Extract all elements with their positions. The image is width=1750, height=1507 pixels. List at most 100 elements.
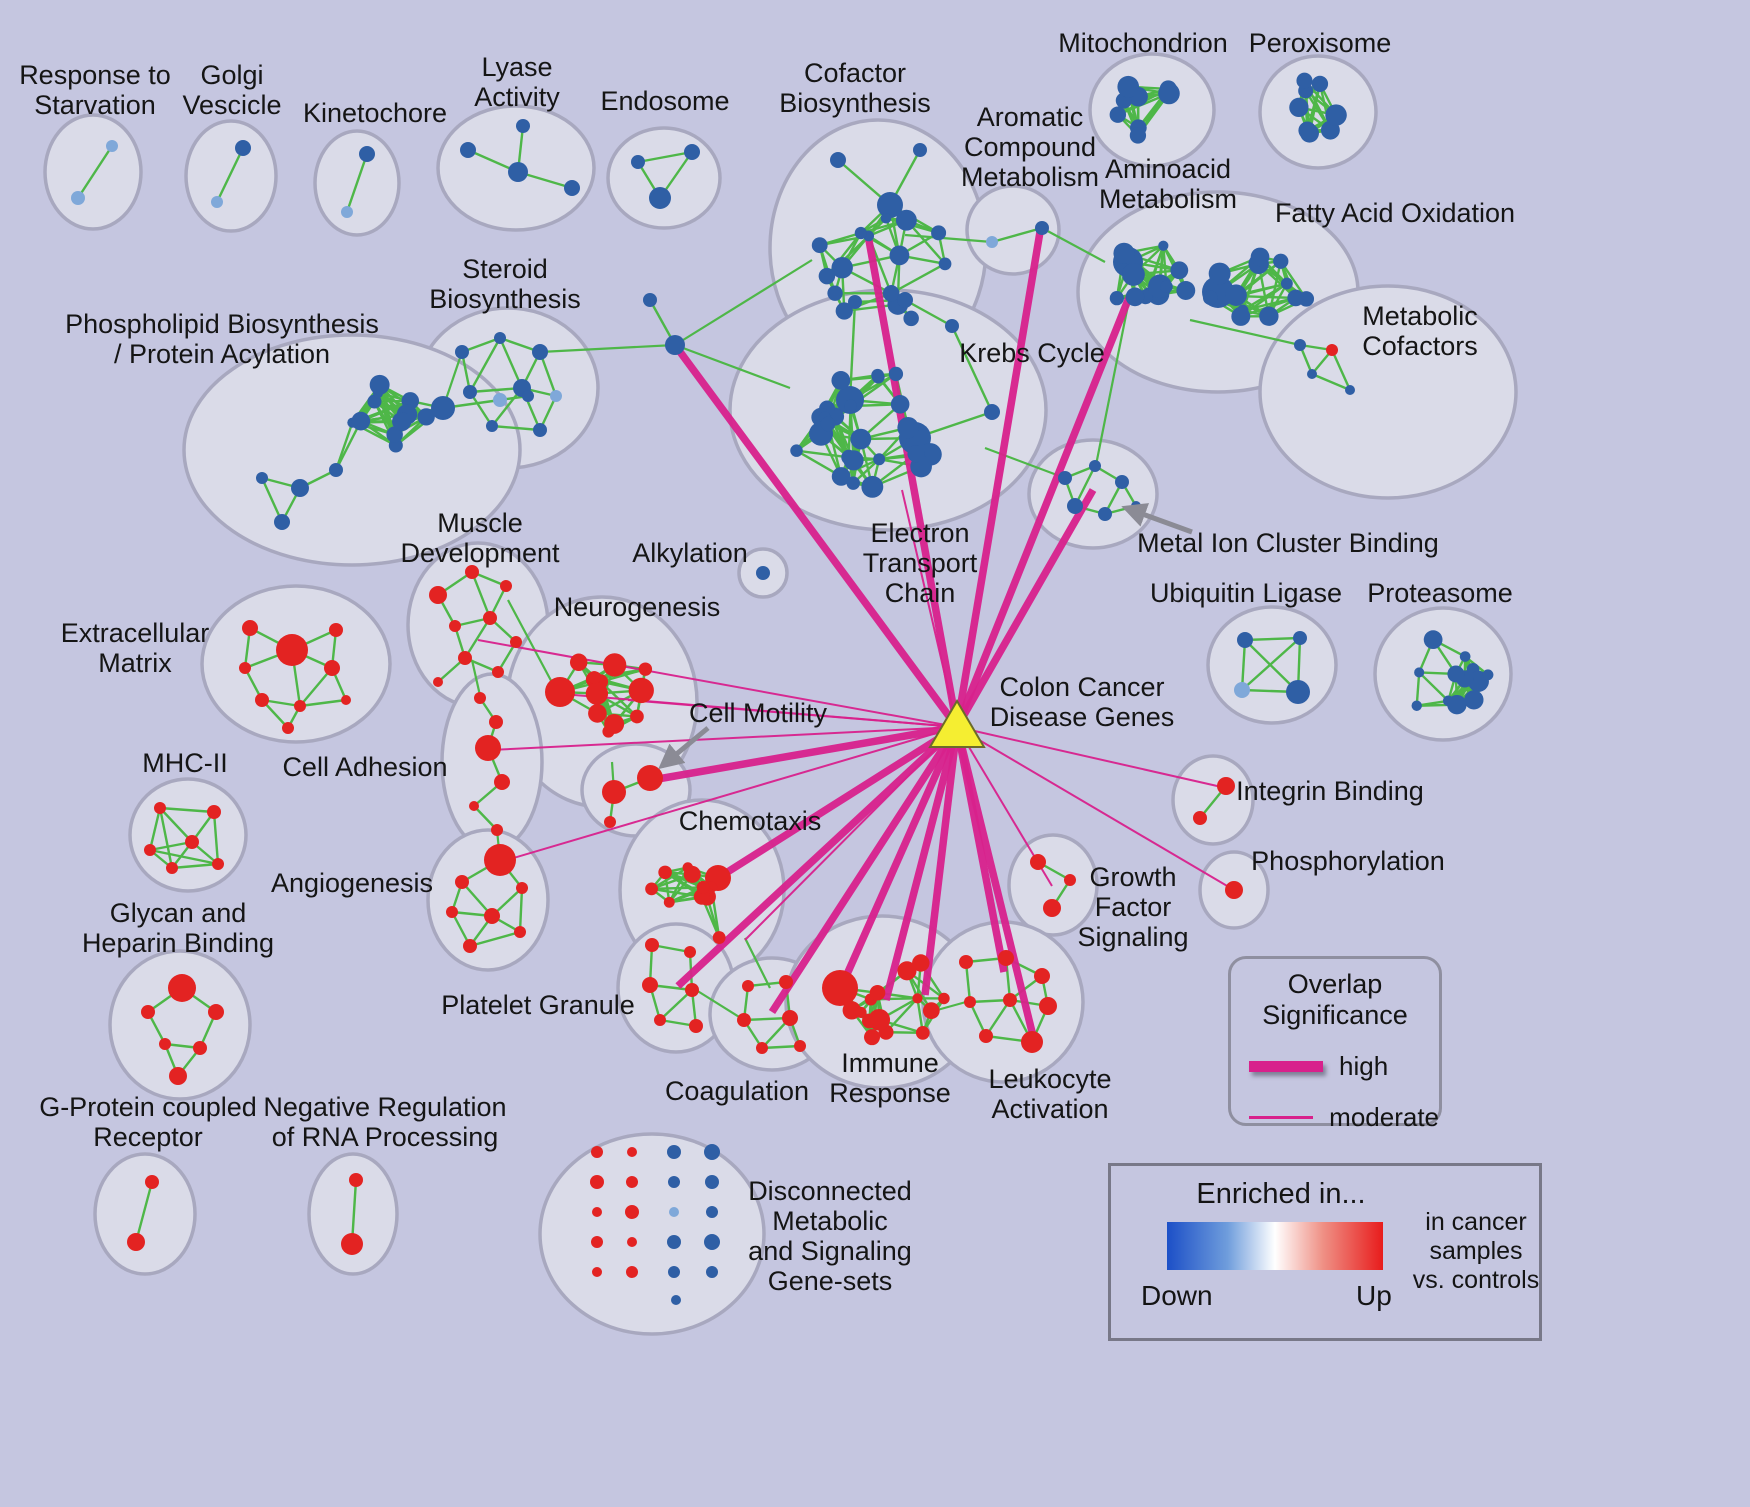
inter-cluster-edge xyxy=(539,343,676,354)
coagulation-node xyxy=(737,1013,751,1027)
gene-set-edge xyxy=(470,571,492,619)
gene-set-edge xyxy=(299,667,333,707)
overlap-edge-moderate xyxy=(477,639,958,728)
mhc-ii-area xyxy=(128,777,248,893)
gene-set-edge xyxy=(637,150,693,164)
negative-regulation-rna-processing-label: of RNA Processing xyxy=(272,1122,499,1152)
enrichment-note: in cancer samples vs. controls xyxy=(1412,1208,1540,1294)
neurogenesis-node xyxy=(628,677,654,704)
chemotaxis-node xyxy=(682,862,694,873)
disconnected-gene-sets-node xyxy=(705,1175,719,1189)
disconnected-gene-sets-label: Gene-sets xyxy=(768,1266,893,1296)
golgi-vescicle-label: Vescicle xyxy=(182,90,281,120)
gene-set-edge xyxy=(1244,636,1301,642)
integrin-binding-area xyxy=(1171,754,1255,846)
angiogenesis-node xyxy=(514,926,526,938)
inter-cluster-edge xyxy=(1093,294,1132,471)
peroxisome-node xyxy=(1289,97,1309,118)
overlap-edge-high xyxy=(651,723,958,784)
leukocyte-activation-label: Leukocyte xyxy=(988,1064,1111,1094)
metal-ion-cluster-binding-label: Metal Ion Cluster Binding xyxy=(1137,528,1439,558)
neurogenesis-node xyxy=(585,682,609,705)
cofactor-biosynthesis-node xyxy=(880,212,892,224)
phospholipid-biosynthesis-label: Phospholipid Biosynthesis xyxy=(65,309,379,339)
endosome-node xyxy=(649,187,671,209)
ubiquitin-ligase-node xyxy=(1234,682,1250,698)
steroid-biosynthesis-node xyxy=(486,420,498,432)
negative-regulation-rna-processing-label: Negative Regulation xyxy=(263,1092,506,1122)
electron-transport-chain-node xyxy=(907,445,925,463)
immune-response-node xyxy=(855,1006,867,1019)
chemotaxis-node xyxy=(663,896,675,908)
disconnected-gene-sets-node xyxy=(626,1176,638,1188)
cofactor-biosynthesis-node xyxy=(877,192,903,218)
negative-regulation-rna-processing-node xyxy=(349,1173,363,1187)
phosphorylation-label: Phosphorylation xyxy=(1251,846,1445,876)
neurogenesis-node xyxy=(604,713,625,734)
aminoacid-metabolism-node xyxy=(1176,281,1196,300)
neurogenesis-node xyxy=(545,677,575,707)
phospholipid-biosynthesis-node xyxy=(417,408,435,426)
kinetochore-label: Kinetochore xyxy=(303,98,447,128)
aminoacid-metabolism-node xyxy=(1122,263,1145,286)
disconnected-gene-sets-node xyxy=(592,1207,602,1217)
cell-adhesion-node xyxy=(475,735,501,761)
gene-set-edge xyxy=(885,997,919,1034)
neurogenesis-node xyxy=(587,671,601,684)
platelet-granule-node xyxy=(654,1014,666,1026)
overlap-edge-moderate xyxy=(627,699,958,728)
aromatic-compound-metabolism-node xyxy=(1035,221,1049,235)
metal-ion-cluster-binding-node xyxy=(1115,475,1129,489)
negative-regulation-rna-processing-node xyxy=(341,1233,363,1255)
gene-set-edge xyxy=(159,806,215,814)
muscle-development-label: Muscle xyxy=(437,508,523,538)
cofactor-biosynthesis-node xyxy=(830,152,846,168)
glycan-heparin-binding-node xyxy=(208,1004,224,1020)
cofactor-biosynthesis-node xyxy=(835,302,853,320)
steroid-biosynthesis-node xyxy=(463,385,477,399)
lyase-activity-label: Lyase xyxy=(481,52,552,82)
colon-cancer-hub-label: Colon Cancer xyxy=(999,672,1164,702)
proteasome-label: Proteasome xyxy=(1367,578,1513,608)
neurogenesis-node xyxy=(588,704,607,723)
cofactor-biosynthesis-node xyxy=(818,267,836,285)
disconnected-gene-sets-node xyxy=(627,1147,637,1157)
gene-set-edge xyxy=(215,147,245,203)
extracellular-matrix-node xyxy=(239,662,251,674)
endosome-label: Endosome xyxy=(600,86,729,116)
phospholipid-biosynthesis-node xyxy=(493,393,507,407)
fatty-acid-oxidation-label: Fatty Acid Oxidation xyxy=(1275,198,1515,228)
g-protein-coupled-receptor-label: Receptor xyxy=(93,1122,203,1152)
disconnected-gene-sets-node xyxy=(626,1266,638,1278)
electron-transport-chain-node xyxy=(820,416,836,432)
disconnected-gene-sets-node xyxy=(667,1235,681,1249)
platelet-granule-node xyxy=(645,938,659,952)
growth-factor-signaling-node xyxy=(1030,854,1046,870)
fatty-acid-oxidation-node xyxy=(1287,289,1305,307)
overlap-edge-high xyxy=(864,234,961,728)
inter-cluster-edge xyxy=(674,343,791,390)
electron-transport-chain-node xyxy=(890,394,910,414)
electron-transport-chain-node xyxy=(831,371,851,390)
growth-factor-signaling-node xyxy=(1043,899,1061,917)
lyase-activity-node xyxy=(564,180,580,196)
lyase-activity-node xyxy=(460,142,476,158)
proteasome-node xyxy=(1459,651,1471,662)
cofactor-biosynthesis-node xyxy=(854,226,868,240)
inter-cluster-edge xyxy=(984,446,1066,480)
coagulation-node xyxy=(779,975,793,989)
disconnected-gene-sets-node xyxy=(668,1266,680,1278)
aminoacid-metabolism-node xyxy=(1160,280,1173,293)
platelet-granule-node xyxy=(684,946,696,958)
moderate-significance-label: moderate xyxy=(1329,1102,1439,1132)
fatty-acid-oxidation-node xyxy=(1280,277,1293,290)
cofactor-biosynthesis-node xyxy=(889,245,910,266)
metabolic-cofactors-node xyxy=(1307,369,1317,379)
mhc-ii-node xyxy=(212,858,224,870)
electron-transport-chain-node xyxy=(897,292,913,308)
muscle-development-node xyxy=(500,580,512,592)
phospholipid-biosynthesis-node xyxy=(392,411,412,432)
disconnected-gene-sets-label: and Signaling xyxy=(748,1236,912,1266)
mitochondrion-node xyxy=(1129,127,1147,144)
